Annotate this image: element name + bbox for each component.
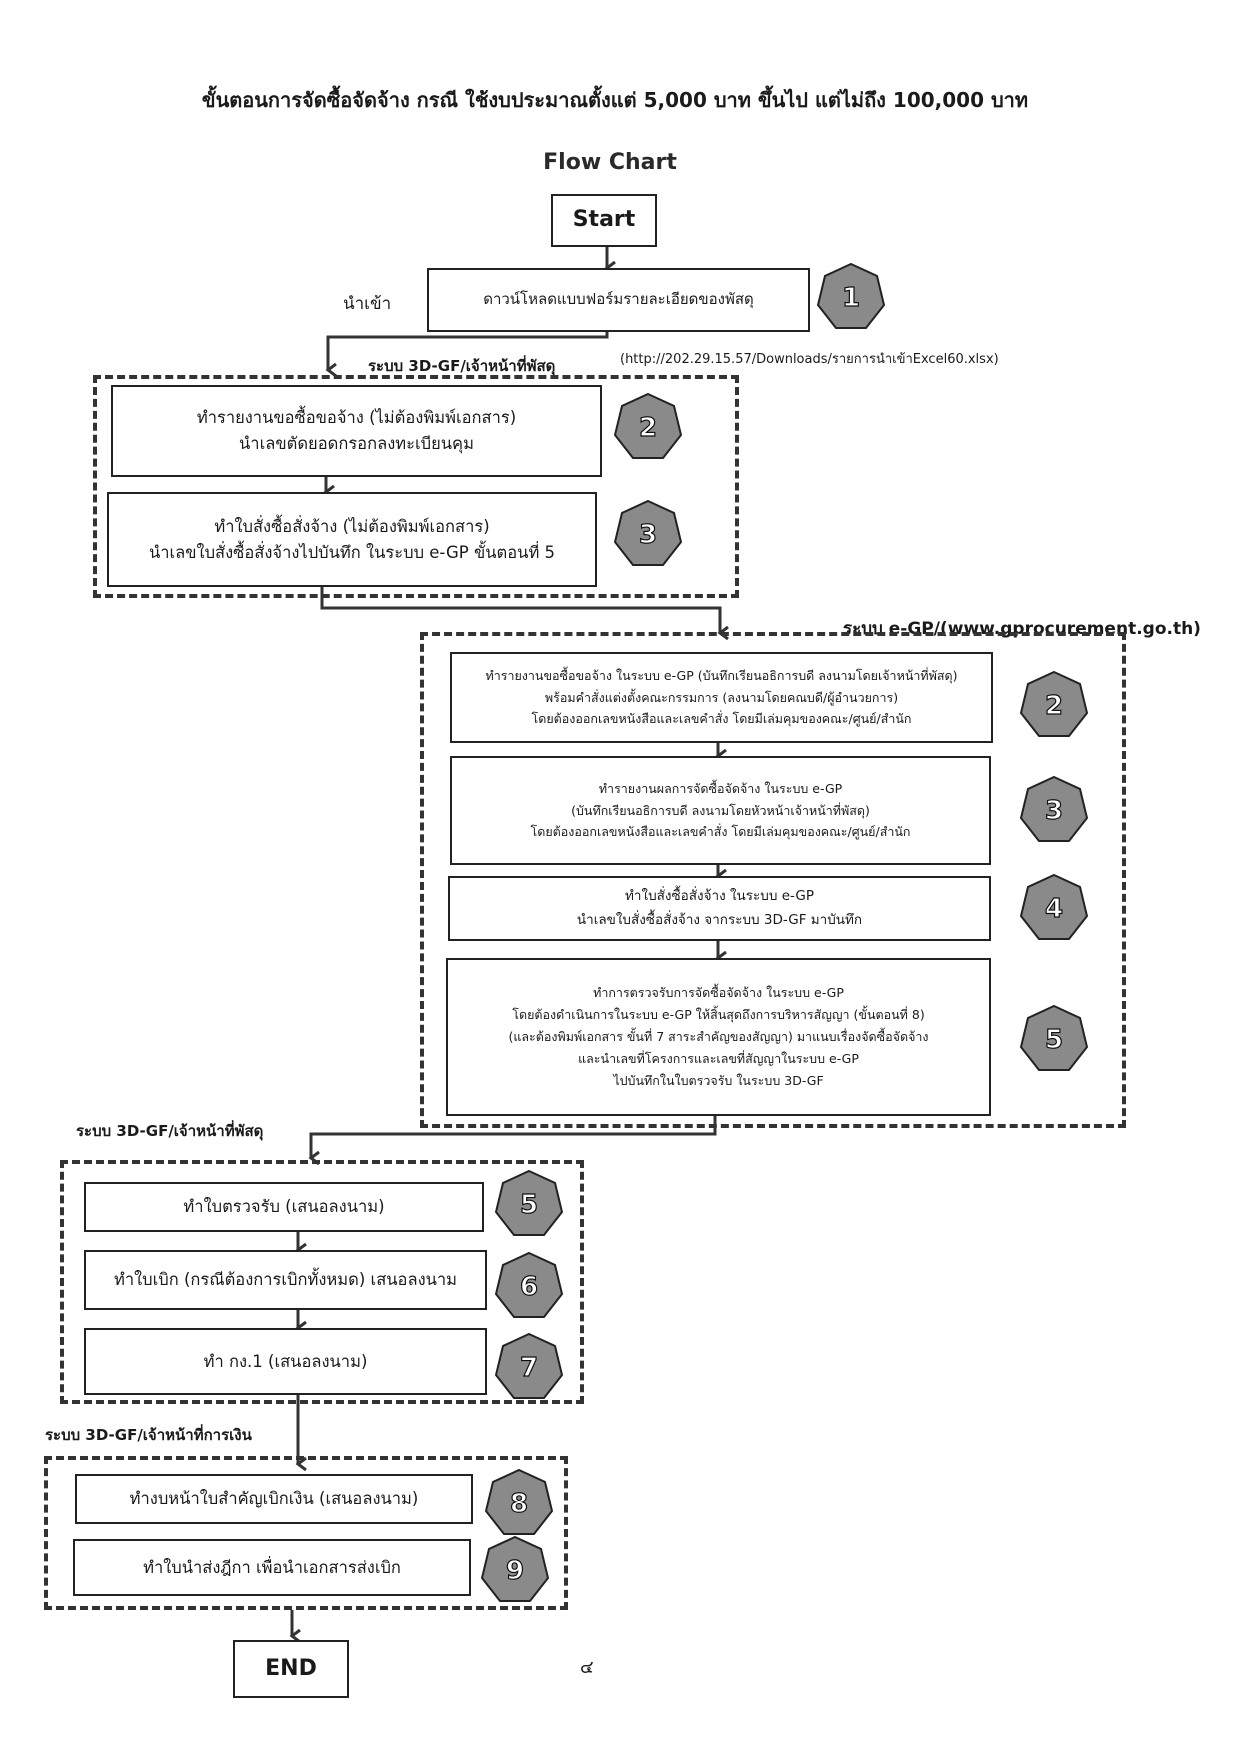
- section3-group: [60, 1160, 584, 1404]
- s2-step-2-line: พร้อมคำสั่งแต่งตั้งคณะกรรมการ (ลงนามโดยค…: [544, 689, 899, 705]
- s3-step-7-text: ทำ กง.1 (เสนอลงนาม): [203, 1351, 368, 1371]
- s1-step-3-box: ทำใบสั่งซื้อสั่งจ้าง (ไม่ต้องพิมพ์เอกสาร…: [107, 492, 597, 587]
- s4-step-8-text: ทำงบหน้าใบสำคัญเบิกเงิน (เสนอลงนาม): [129, 1489, 419, 1509]
- s1-step-3-line: นำเลขใบสั่งซื้อสั่งจ้างไปบันทึก ในระบบ e…: [148, 542, 556, 562]
- s2-step-3-line: ทำรายงานผลการจัดซื้อจัดจ้าง ในระบบ e-GP: [598, 780, 843, 796]
- step-badge-2b: 2: [1016, 668, 1092, 744]
- s2-step-5-box: ทำการตรวจรับการจัดซื้อจัดจ้าง ในระบบ e-G…: [446, 958, 991, 1116]
- page-number: ๔: [580, 1657, 594, 1678]
- s2-step-5-line: ไปบันทึกในใบตรวจรับ ในระบบ 3D-GF: [613, 1072, 824, 1088]
- step-badge-4: 4: [1016, 871, 1092, 947]
- step-badge-1: 1: [813, 260, 889, 336]
- step-badge-3b: 3: [1016, 773, 1092, 849]
- s1-step-2-line: นำเลขตัดยอดกรอกลงทะเบียนคุม: [239, 434, 474, 453]
- start-label: Start: [572, 207, 636, 233]
- s3-step-6-box: ทำใบเบิก (กรณีต้องการเบิกทั้งหมด) เสนอลง…: [84, 1250, 487, 1310]
- step-badge-5b: 5: [491, 1167, 567, 1243]
- end-label: END: [265, 1655, 317, 1681]
- step-badge-2: 2: [610, 390, 686, 466]
- flowchart-title: Flow Chart: [543, 150, 677, 175]
- s2-step-4-line: นำเลขใบสั่งซื้อสั่งจ้าง จากระบบ 3D-GF มา…: [576, 911, 863, 928]
- step-badge-7: 7: [491, 1330, 567, 1406]
- s2-step-5-line: โดยต้องดำเนินการในระบบ e-GP ให้สิ้นสุดถึ…: [512, 1007, 925, 1023]
- section2-group: [420, 632, 1126, 1128]
- end-terminal: END: [233, 1640, 349, 1698]
- s2-step-5-line: และนำเลขที่โครงการและเลขที่สัญญาในระบบ e…: [578, 1050, 859, 1066]
- section1-label: ระบบ 3D-GF/เจ้าหน้าที่พัสดุ: [368, 357, 556, 375]
- s3-step-5-box: ทำใบตรวจรับ (เสนอลงนาม): [84, 1182, 484, 1232]
- s1-step-3-line: ทำใบสั่งซื้อสั่งจ้าง (ไม่ต้องพิมพ์เอกสาร…: [214, 516, 490, 536]
- s1-step-2-line: ทำรายงานขอซื้อขอจ้าง (ไม่ต้องพิมพ์เอกสาร…: [196, 408, 517, 428]
- section4-group: [44, 1456, 568, 1610]
- s2-step-2-line: ทำรายงานขอซื้อขอจ้าง ในระบบ e-GP (บันทึก…: [485, 667, 958, 683]
- step-badge-9: 9: [477, 1533, 553, 1609]
- s2-step-2-line: โดยต้องออกเลขหนังสือและเลขคำสั่ง โดยมีเล…: [531, 711, 912, 727]
- step-badge-5: 5: [1016, 1002, 1092, 1078]
- step-badge-3: 3: [610, 497, 686, 573]
- s2-step-3-box: ทำรายงานผลการจัดซื้อจัดจ้าง ในระบบ e-GP …: [450, 756, 991, 865]
- page-title: ขั้นตอนการจัดซื้อจัดจ้าง กรณี ใช้งบประมา…: [201, 88, 1029, 112]
- s2-step-5-line: ทำการตรวจรับการจัดซื้อจัดจ้าง ในระบบ e-G…: [593, 985, 844, 1001]
- section4-label: ระบบ 3D-GF/เจ้าหน้าที่การเงิน: [45, 1426, 252, 1444]
- s2-step-4-box: ทำใบสั่งซื้อสั่งจ้าง ในระบบ e-GP นำเลขใบ…: [448, 876, 991, 941]
- download-form-box: ดาวน์โหลดแบบฟอร์มรายละเอียดของพัสดุ: [427, 268, 810, 332]
- s3-step-7-box: ทำ กง.1 (เสนอลงนาม): [84, 1328, 487, 1395]
- download-form-text: ดาวน์โหลดแบบฟอร์มรายละเอียดของพัสดุ: [483, 290, 754, 309]
- s4-step-8-box: ทำงบหน้าใบสำคัญเบิกเงิน (เสนอลงนาม): [75, 1474, 473, 1524]
- s4-step-9-text: ทำใบนำส่งฎีกา เพื่อนำเอกสารส่งเบิก: [143, 1557, 401, 1577]
- s2-step-5-line: (และต้องพิมพ์เอกสาร ขั้นที่ 7 สาระสำคัญข…: [508, 1029, 929, 1045]
- s2-step-3-line: (บันทึกเรียนอธิการบดี ลงนามโดยหัวหน้าเจ้…: [571, 802, 870, 818]
- section1-group: [93, 375, 739, 598]
- s2-step-4-line: ทำใบสั่งซื้อสั่งจ้าง ในระบบ e-GP: [625, 887, 814, 904]
- s2-step-2-box: ทำรายงานขอซื้อขอจ้าง ในระบบ e-GP (บันทึก…: [450, 652, 993, 743]
- s3-step-5-text: ทำใบตรวจรับ (เสนอลงนาม): [183, 1197, 385, 1217]
- step-badge-6: 6: [491, 1249, 567, 1325]
- section3-label: ระบบ 3D-GF/เจ้าหน้าที่พัสดุ: [76, 1122, 264, 1140]
- s3-step-6-text: ทำใบเบิก (กรณีต้องการเบิกทั้งหมด) เสนอลง…: [113, 1270, 458, 1290]
- download-url: (http://202.29.15.57/Downloads/รายการนำเ…: [620, 352, 999, 367]
- s1-step-2-box: ทำรายงานขอซื้อขอจ้าง (ไม่ต้องพิมพ์เอกสาร…: [111, 385, 602, 477]
- s2-step-3-line: โดยต้องออกเลขหนังสือและเลขคำสั่ง โดยมีเล…: [530, 824, 911, 840]
- start-terminal: Start: [551, 194, 657, 247]
- import-label: นำเข้า: [343, 294, 392, 314]
- s4-step-9-box: ทำใบนำส่งฎีกา เพื่อนำเอกสารส่งเบิก: [73, 1539, 471, 1596]
- step-badge-8: 8: [481, 1466, 557, 1542]
